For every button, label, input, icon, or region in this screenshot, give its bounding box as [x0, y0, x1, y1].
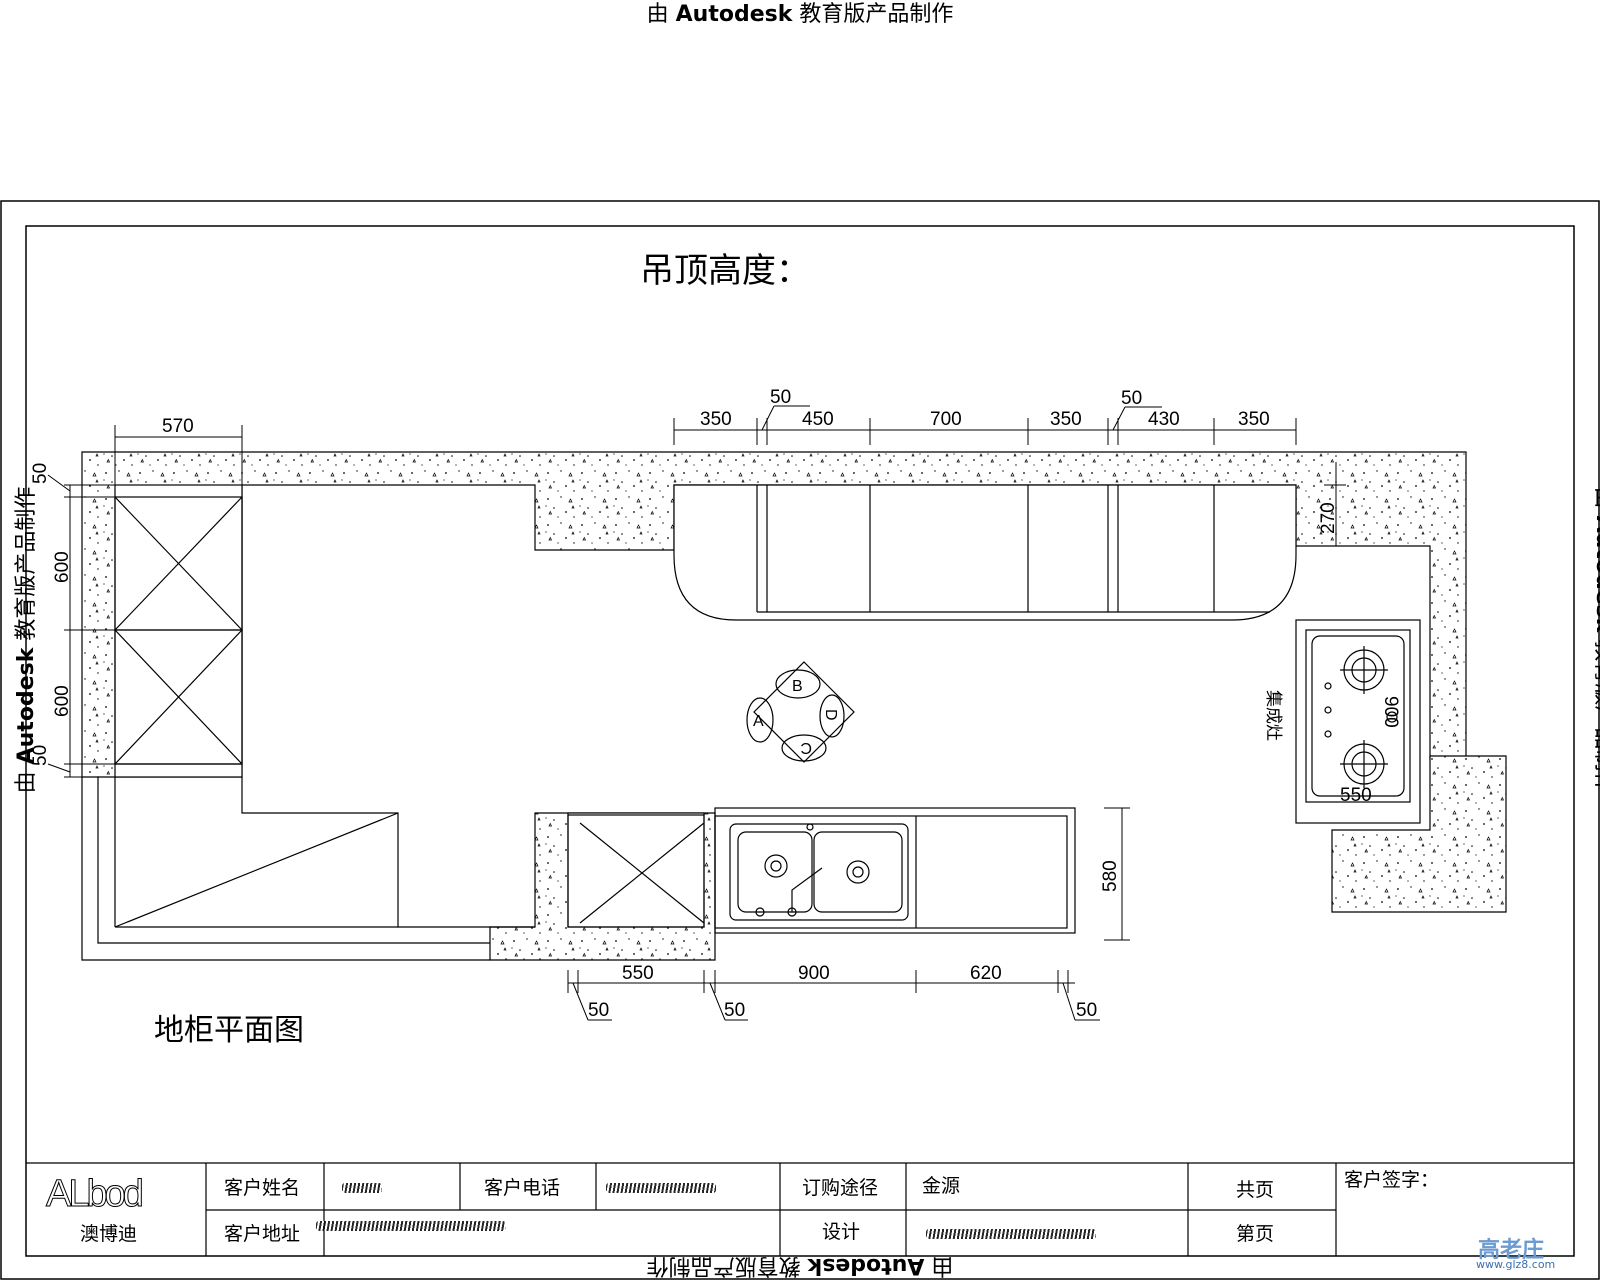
zone-label-b: B: [792, 678, 803, 695]
title-block: ALbod 澳博迪 客户姓名 客户电话 订购途径 金源 共页 客户签字： 客户地…: [26, 1163, 1574, 1256]
designer-redacted: [926, 1229, 1096, 1239]
dim-bottom-depth: 580: [1100, 860, 1121, 892]
page-number-label: 第页: [1236, 1223, 1275, 1245]
dim-stove-depth: 550: [1340, 785, 1372, 806]
dim-top-seg-4: 350: [1050, 409, 1082, 430]
dim-left-lower: 600: [52, 685, 73, 717]
dimension-labels: 570 50 600 600 50 350 50 450 700 350 50 …: [30, 387, 1401, 1021]
dim-bottom-gap-1: 50: [588, 1000, 609, 1021]
customer-name-label: 客户姓名: [224, 1177, 301, 1199]
ceiling-height-label: 吊顶高度：: [640, 252, 810, 290]
watermark-top: 由 Autodesk 教育版产品制作: [646, 2, 954, 27]
dim-top-seg-2: 450: [802, 409, 834, 430]
dim-bottom-seg-3: 620: [970, 963, 1002, 984]
customer-phone-label: 客户电话: [484, 1177, 561, 1199]
order-channel-label: 订购途径: [802, 1177, 879, 1199]
dim-top-seg-3: 700: [930, 409, 962, 430]
dim-left-bottom-margin: 50: [30, 745, 51, 766]
bottom-counter-cabinets: [567, 807, 1076, 934]
dim-top-gap-a: 50: [770, 387, 791, 408]
lower-left-counter: [81, 777, 535, 961]
zone-label-d: D: [822, 709, 839, 721]
customer-name-redacted: [342, 1183, 382, 1193]
dim-stove-width: 900: [1380, 696, 1401, 728]
dim-top-seg-6: 350: [1238, 409, 1270, 430]
dimension-lines: [47, 405, 1346, 1021]
dim-bottom-seg-1: 550: [622, 963, 654, 984]
top-cabinet-row: [673, 484, 1297, 621]
dim-left-top-margin: 50: [30, 463, 51, 484]
corner-brand-url: www.glz8.com: [1476, 1258, 1556, 1271]
dim-top-gap-b: 50: [1121, 388, 1142, 409]
customer-phone-redacted: [606, 1183, 716, 1193]
inner-border: [25, 225, 1575, 1257]
stove-label: 集成灶: [1264, 690, 1283, 741]
plan-title: 地柜平面图: [154, 1014, 304, 1047]
zone-label-c: C: [800, 739, 812, 756]
dim-bottom-gap-2: 50: [724, 1000, 745, 1021]
customer-address-redacted: [316, 1221, 506, 1231]
dim-left-upper: 600: [52, 551, 73, 583]
company-logo: ALbod: [46, 1173, 145, 1216]
dim-right-depth: 270: [1318, 502, 1339, 534]
double-sink: [729, 823, 909, 921]
left-cabinets: [114, 496, 243, 765]
company-name: 澳博迪: [80, 1223, 138, 1245]
outer-frame: [0, 200, 1600, 1280]
total-pages-label: 共页: [1236, 1179, 1275, 1201]
dim-left-top-width: 570: [162, 416, 194, 437]
dim-top-seg-1: 350: [700, 409, 732, 430]
dim-bottom-gap-3: 50: [1076, 1000, 1097, 1021]
signature-label: 客户签字：: [1344, 1169, 1440, 1191]
design-label: 设计: [822, 1221, 861, 1243]
integrated-stove: [1295, 619, 1421, 824]
zone-diagram: [746, 661, 855, 763]
zone-label-a: A: [753, 713, 764, 730]
order-channel-value: 金源: [922, 1175, 961, 1197]
title-block-grid: [26, 1162, 1574, 1256]
dim-top-seg-5: 430: [1148, 409, 1180, 430]
dim-bottom-seg-2: 900: [798, 963, 830, 984]
corner-brand-logo: 高老庄: [1478, 1237, 1545, 1263]
customer-address-label: 客户地址: [224, 1223, 301, 1245]
